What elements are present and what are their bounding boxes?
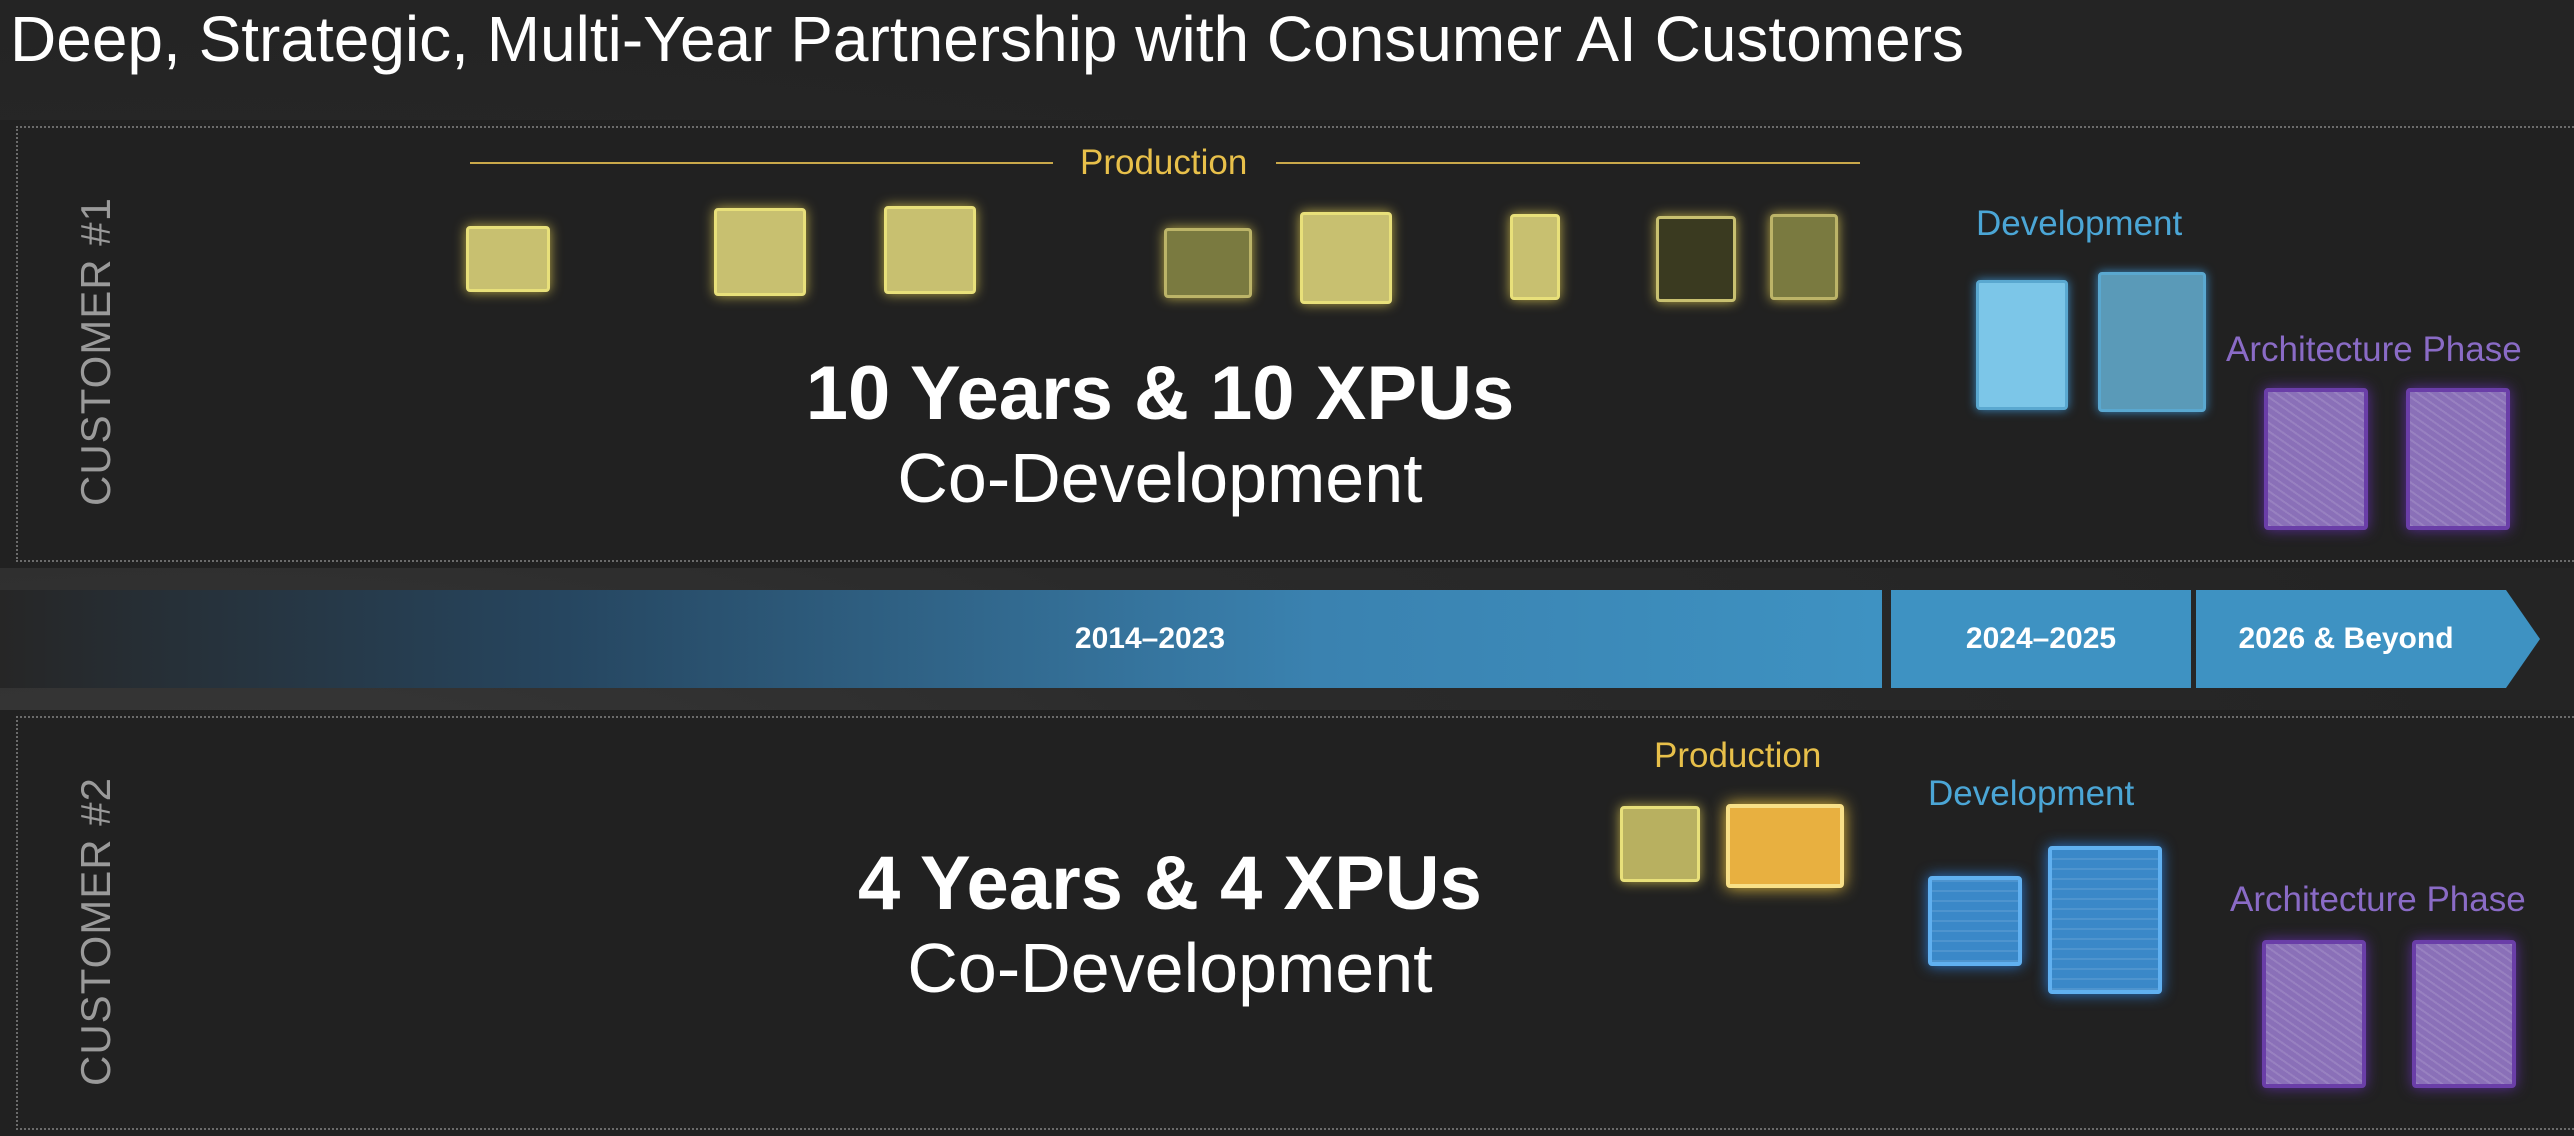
xpu-chip-4 bbox=[1164, 228, 1252, 298]
customer1-side-label: CUSTOMER #1 bbox=[72, 197, 119, 506]
customer2-panel: CUSTOMER #2 Production 4 Years & 4 XPUs … bbox=[0, 710, 2574, 1136]
xpu-chip-7 bbox=[1656, 216, 1736, 302]
xpu-chip-6 bbox=[1510, 214, 1560, 300]
customer2-subline: Co-Development bbox=[907, 929, 1433, 1007]
xpu-chip-10 bbox=[1726, 804, 1844, 888]
customer2-side-label: CUSTOMER #2 bbox=[72, 777, 119, 1086]
timeline-segment-2014-2023: 2014–2023 bbox=[0, 590, 1882, 688]
panel-border bbox=[16, 716, 2574, 1130]
page-title: Deep, Strategic, Multi-Year Partnership … bbox=[10, 3, 1964, 75]
xpu-chip-3 bbox=[884, 206, 976, 294]
production-line-right bbox=[1276, 162, 1860, 164]
timeline-label-2: 2024–2025 bbox=[1965, 622, 2117, 655]
arch-chip-4 bbox=[2412, 940, 2516, 1088]
xpu-chip-2 bbox=[714, 208, 806, 296]
dev-chip-3 bbox=[1928, 876, 2022, 966]
customer1-headline: 10 Years & 10 XPUs bbox=[805, 351, 1515, 436]
dev-chip-1 bbox=[1976, 280, 2068, 410]
customer1-subline: Co-Development bbox=[897, 439, 1423, 517]
customer2-architecture-label: Architecture Phase bbox=[2230, 880, 2526, 919]
xpu-chip-9 bbox=[1620, 806, 1700, 882]
panel-border bbox=[16, 126, 2574, 562]
xpu-chip-5 bbox=[1300, 212, 1392, 304]
customer2-production-label: Production bbox=[1654, 736, 1822, 775]
arch-chip-3 bbox=[2262, 940, 2366, 1088]
customer1-panel: CUSTOMER #1 Production 10 Years & 10 XPU… bbox=[0, 120, 2574, 568]
customer1-architecture-label: Architecture Phase bbox=[2226, 330, 2522, 369]
customer2-headline: 4 Years & 4 XPUs bbox=[858, 841, 1482, 926]
dev-chip-4 bbox=[2048, 846, 2162, 994]
customer2-development-label: Development bbox=[1928, 774, 2135, 813]
customer1-development-label: Development bbox=[1976, 204, 2183, 243]
timeline-segment-2024-2025: 2024–2025 bbox=[1891, 590, 2191, 688]
xpu-chip-8 bbox=[1770, 214, 1838, 300]
timeline-label-3: 2026 & Beyond bbox=[2238, 622, 2454, 655]
arch-chip-2 bbox=[2406, 388, 2510, 530]
timeline-label-1: 2014–2023 bbox=[1074, 622, 1226, 655]
customer1-production-label: Production bbox=[1080, 143, 1248, 182]
arch-chip-1 bbox=[2264, 388, 2368, 530]
timeline-segment-2026-beyond: 2026 & Beyond bbox=[2196, 590, 2540, 688]
xpu-chip-1 bbox=[466, 226, 550, 292]
production-line-left bbox=[470, 162, 1053, 164]
dev-chip-2 bbox=[2098, 272, 2206, 412]
